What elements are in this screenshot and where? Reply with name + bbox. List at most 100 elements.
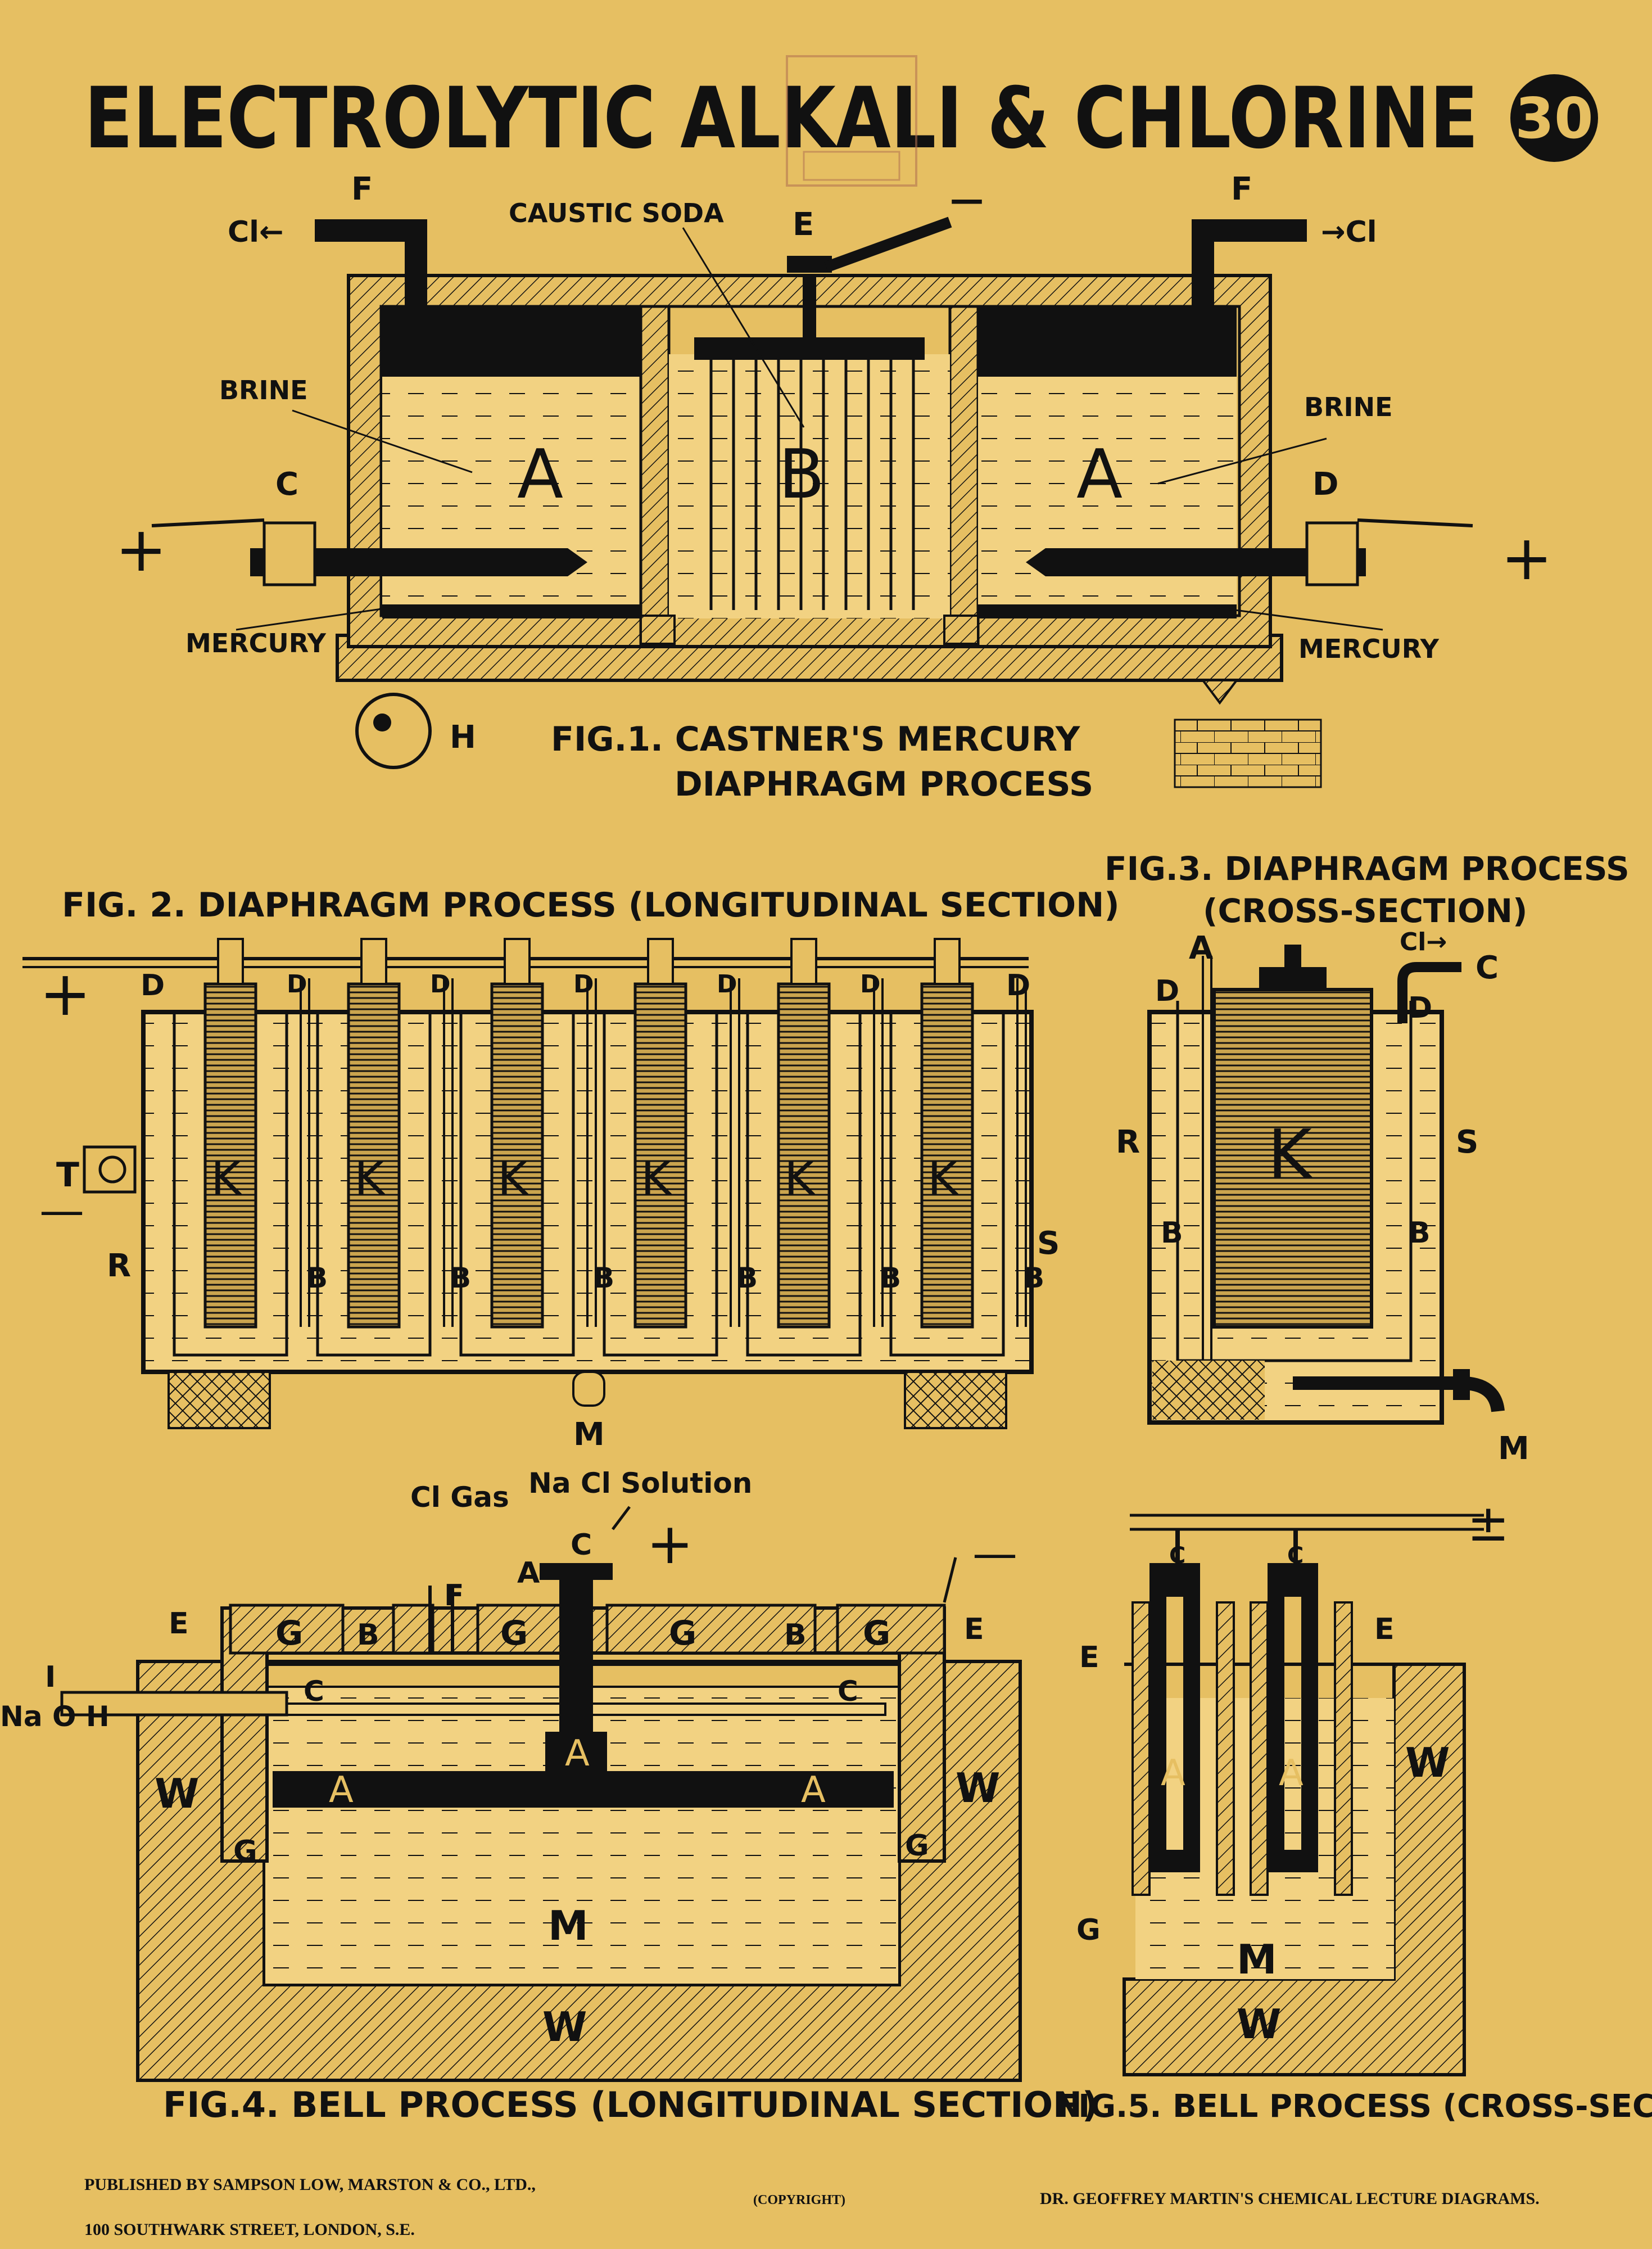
fig5-w-bottom: W xyxy=(1237,2000,1281,2048)
page-title: ELECTROLYTIC ALKALI & CHLORINE xyxy=(84,70,1478,168)
fig2-label-k: K xyxy=(784,1151,816,1206)
fig1-minus: — xyxy=(950,180,984,219)
fig3-anode-k xyxy=(1212,988,1373,1329)
fig1-terminal-c xyxy=(262,521,316,586)
fig2-support-left xyxy=(168,1371,271,1429)
fig2-plus: + xyxy=(39,958,91,1029)
fig1-mercury-left xyxy=(382,604,641,618)
fig2-cell-bell xyxy=(889,1012,1005,1357)
fig4-a-right: A xyxy=(801,1769,826,1811)
fig5-e-left: E xyxy=(1079,1641,1099,1674)
fig1-cl-right: →Cl xyxy=(1321,215,1377,249)
fig2-label-b: B xyxy=(450,1262,471,1294)
fig2-label-b: B xyxy=(880,1262,901,1294)
fig5-g: G xyxy=(1076,1913,1101,1947)
fig4-g2: G xyxy=(500,1614,528,1653)
fig5-a-left: A xyxy=(1161,1753,1185,1794)
fig1-terminal-d xyxy=(1305,521,1359,586)
footer-copyright: (COPYRIGHT) xyxy=(753,2193,845,2207)
fig1-mercury-right: MERCURY xyxy=(1298,634,1440,664)
fig2-outlet-m xyxy=(572,1371,605,1407)
fig4-naoh-pipe xyxy=(60,1691,288,1717)
fig2-cell-bell xyxy=(603,1012,718,1357)
fig1-centre-liquid xyxy=(669,354,950,618)
fig1-e: E xyxy=(793,206,814,243)
fig3-m: M xyxy=(1498,1430,1529,1467)
fig1-brine-left: BRINE xyxy=(219,375,308,405)
fig4-g1: G xyxy=(275,1614,303,1653)
fig1-caustic-soda: CAUSTIC SODA xyxy=(509,198,724,228)
fig1-pipe-right xyxy=(1192,219,1307,306)
fig1-plus-right: + xyxy=(1501,522,1553,594)
fig2-d-left: D xyxy=(141,969,165,1002)
chart-number: 30 xyxy=(1515,85,1593,151)
footer: PUBLISHED BY SAMPSON LOW, MARSTON & CO.,… xyxy=(84,2175,1540,2239)
fig1-f-right: F xyxy=(1231,171,1252,207)
fig2-cell-bell xyxy=(316,1012,432,1357)
fig2-anode-k xyxy=(203,982,257,1329)
fig2-cell-bell xyxy=(746,1012,862,1357)
fig4-c-top: C xyxy=(571,1528,592,1562)
library-stamp xyxy=(786,55,917,187)
fig2-label-k: K xyxy=(641,1151,673,1206)
fig4-a-left: A xyxy=(329,1769,354,1811)
fig2-m: M xyxy=(573,1416,605,1453)
fig5-plus-minus: ± xyxy=(1467,1494,1509,1553)
fig3-b-left: B xyxy=(1161,1216,1183,1250)
fig3-caption-line2: (CROSS-SECTION) xyxy=(1203,892,1528,930)
fig1-cl-left: Cl← xyxy=(228,215,284,249)
fig3-b-right: B xyxy=(1408,1216,1431,1250)
fig4-f: F xyxy=(444,1579,464,1613)
fig2-label-b: B xyxy=(736,1262,758,1294)
footer-publisher-line1: PUBLISHED BY SAMPSON LOW, MARSTON & CO.,… xyxy=(84,2175,536,2194)
fig2-anode-terminal xyxy=(790,938,817,985)
fig1-left-gas-space xyxy=(382,306,641,377)
fig5-diagram xyxy=(1123,1514,1484,2076)
fig2-anode-terminal xyxy=(504,938,531,985)
fig4-w-left: W xyxy=(155,1770,199,1817)
fig4-labels: Cl Gas Na Cl Solution C + A F — E G B G … xyxy=(0,1467,1098,2125)
fig4-lid-g1 xyxy=(229,1604,345,1655)
fig1-brickwork xyxy=(1174,719,1322,788)
fig4-g3: G xyxy=(669,1614,696,1653)
fig3-d-right: D xyxy=(1408,991,1432,1025)
fig1-pipe-left xyxy=(315,219,427,306)
fig1-d: D xyxy=(1312,466,1338,503)
fig4-g-right: G xyxy=(905,1829,929,1863)
footer-series: DR. GEOFFREY MARTIN'S CHEMICAL LECTURE D… xyxy=(1040,2189,1540,2208)
fig2-label-d: D xyxy=(573,970,594,999)
fig3-chlorine-pipe xyxy=(1397,962,1461,1023)
fig4-w-right: W xyxy=(956,1764,1000,1812)
fig5-labels: ± C C E E A A W G M W FIG.5. BELL PROCES… xyxy=(1057,1494,1652,2125)
fig2-label-b: B xyxy=(1023,1262,1044,1294)
fig1-mercury-left: MERCURY xyxy=(185,628,327,658)
fig1-mercury-right xyxy=(978,604,1237,618)
fig1-caption-line2: DIAPHRAGM PROCESS xyxy=(675,765,1093,804)
fig2-cell-bell xyxy=(173,1012,288,1357)
chart-number-badge: 30 xyxy=(1510,74,1598,162)
fig1-left-brine xyxy=(382,377,641,613)
fig2-anode-terminal xyxy=(934,938,961,985)
fig3-a: A xyxy=(1189,930,1214,967)
fig4-caption: FIG.4. BELL PROCESS (LONGITUDINAL SECTIO… xyxy=(163,2084,1098,2125)
fig5-bell-left xyxy=(1131,1601,1151,1896)
fig4-diagram xyxy=(60,1506,1022,2082)
fig3-support xyxy=(1152,1361,1265,1420)
fig1-a-left: A xyxy=(517,436,563,514)
fig1-plus-left: + xyxy=(115,513,167,585)
fig4-g-left: G xyxy=(233,1835,257,1868)
fig4-lid-g3 xyxy=(605,1604,817,1655)
fig5-e-right: E xyxy=(1374,1613,1395,1646)
fig4-minus: — xyxy=(972,1527,1017,1579)
fig4-plus: + xyxy=(646,1511,694,1577)
fig3-labels: A Cl→ C D D R S K B B M xyxy=(1116,928,1529,1467)
fig2-s: S xyxy=(1037,1225,1060,1262)
fig2-label-d: D xyxy=(860,970,881,999)
fig1-h: H xyxy=(450,719,476,756)
fig2-cells xyxy=(173,938,1027,1357)
fig3-bell xyxy=(1176,1001,1413,1362)
fig5-bell-mid xyxy=(1216,1601,1235,1896)
fig4-a-top: A xyxy=(517,1556,540,1590)
